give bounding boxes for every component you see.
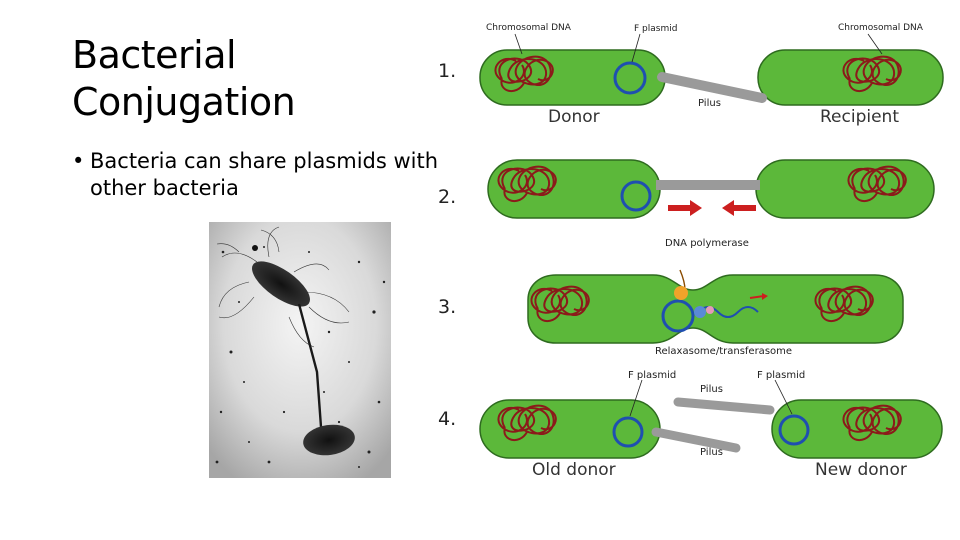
bullet-list: •Bacteria can share plasmids with other … [72, 148, 482, 202]
label-recipient: Recipient [820, 107, 899, 127]
micrograph-specks [215, 246, 386, 468]
label-dna-polymerase: DNA polymerase [665, 238, 749, 249]
transfer-arrowhead [762, 293, 768, 300]
label-chromosomal-dna-right: Chromosomal DNA [838, 23, 924, 33]
recipient-cell [757, 49, 944, 106]
slide-title-line-1: Bacterial [72, 33, 237, 77]
label-donor: Donor [548, 107, 600, 127]
recipient-cell-2 [755, 159, 935, 219]
pilus-2 [656, 180, 760, 190]
row-3: DNA polymerase Relaxasome/transferasome [527, 238, 904, 357]
bullet-item: •Bacteria can share plasmids with other … [72, 148, 482, 202]
f-plasmid-donor [613, 61, 647, 95]
step-number-2: 2. [438, 186, 457, 208]
leader-line-f-plasmid-left [629, 379, 643, 417]
micrograph-flagella [216, 226, 350, 348]
f-plasmid-new-donor [778, 414, 810, 446]
bullet-symbol: • [72, 149, 85, 173]
dna-polymerase-protein [674, 286, 688, 300]
leader-line-f-plasmid [631, 33, 641, 63]
f-plasmid-2 [620, 180, 652, 212]
bullet-text: Bacteria can share plasmids with other b… [90, 149, 439, 200]
micrograph-pilus [297, 303, 323, 428]
row-2 [487, 159, 935, 219]
pull-arrow-left [722, 200, 756, 216]
conjugation-diagram: Chromosomal DNA F plasmid Chromosomal DN… [479, 23, 944, 480]
label-new-donor: New donor [815, 460, 907, 480]
label-f-plasmid-right: F plasmid [757, 370, 805, 381]
transferase-protein [706, 306, 714, 314]
transfer-direction-arrow [749, 295, 765, 299]
micrograph-background [209, 222, 391, 478]
label-pilus-4a: Pilus [700, 384, 723, 395]
leader-line-chromosomal-right [867, 33, 883, 55]
label-chromosomal-dna-left: Chromosomal DNA [486, 23, 572, 33]
slide-title-line-2: Conjugation [72, 80, 296, 124]
label-relaxasome: Relaxasome/transferasome [655, 346, 792, 357]
micrograph-donor-cell [252, 261, 310, 307]
pull-arrow-right [668, 200, 702, 216]
label-f-plasmid-left: F plasmid [628, 370, 676, 381]
label-pilus-4b: Pilus [700, 447, 723, 458]
slide-title: Bacterial Conjugation [72, 32, 432, 126]
electron-micrograph-image [209, 222, 391, 478]
label-pilus-1: Pilus [698, 98, 721, 109]
pilus-1 [657, 72, 767, 103]
row-1: Chromosomal DNA F plasmid Chromosomal DN… [479, 23, 944, 127]
f-plasmid-3 [661, 299, 695, 333]
row-4: F plasmid F plasmid Pilus Pilus Old dono… [479, 370, 943, 480]
pilus-4-upper [673, 397, 775, 415]
label-old-donor: Old donor [532, 460, 616, 480]
micrograph-knob [252, 245, 258, 251]
f-plasmid-old-donor [612, 416, 644, 448]
micrograph-recipient-cell [303, 424, 355, 456]
step-number-1: 1. [438, 60, 457, 82]
leader-line-chromosomal-left [514, 33, 523, 55]
relaxase-protein [694, 306, 706, 318]
pilus-4-lower [651, 427, 741, 453]
step-number-3: 3. [438, 296, 457, 318]
leader-line-f-plasmid-right [774, 379, 793, 415]
label-f-plasmid-top: F plasmid [634, 24, 677, 34]
step-number-4: 4. [438, 408, 457, 430]
